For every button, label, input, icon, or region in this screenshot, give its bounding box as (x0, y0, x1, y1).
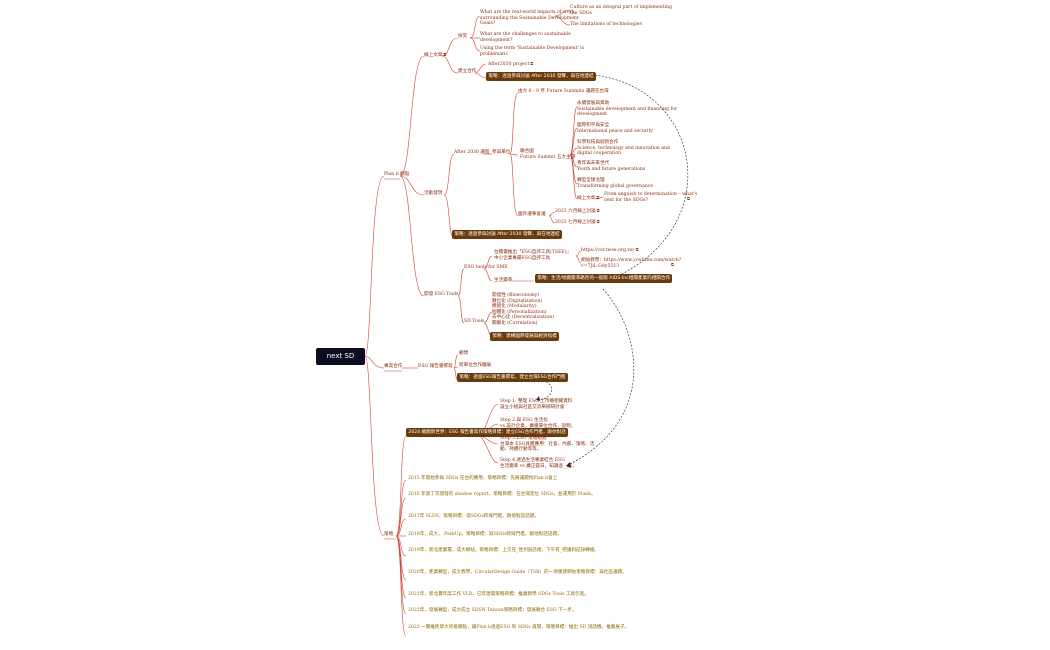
timeline-2016[interactable]: 2016 年第丁次開發的 shadow report，策略目標：在台灣定位 SD… (408, 492, 596, 497)
answer-culture[interactable]: Culture as an integral part of implement… (570, 5, 672, 16)
workshop-july[interactable]: 2023 七月線上討論⧉ (555, 219, 600, 225)
external-link-icon[interactable]: ⧉ (596, 219, 600, 224)
timeline-2021[interactable]: 2021年，新北寶年度工作 VLR，已年建築策略目標：推廣教學 SDGs Too… (408, 592, 589, 597)
branch-strategy[interactable]: 策略 (384, 532, 394, 537)
external-link-icon[interactable]: ⧉ (687, 196, 690, 201)
external-link-icon[interactable]: ⧉ (530, 61, 534, 66)
domestic-node[interactable]: 建立合作 (458, 69, 477, 74)
participation-node[interactable]: 參與單位 (492, 150, 511, 155)
strategy-box-2024[interactable]: 2024 繪圖新世界：ESG 報告書寫作策略目標：建立ESG合作門檻，跟他對話 (406, 428, 569, 437)
strategy-box-esg-sme[interactable]: 策略：生活/地圖變革路徑的一般版 AIDS-Inc相關產業的相關合作 (535, 274, 673, 283)
online-article2-node[interactable]: 線上文章⧉ (577, 195, 600, 201)
timeline-2015[interactable]: 2015 年開始參與 SDGs 在台的應用，策略目標：先將議題找Plan b會上 (408, 476, 558, 481)
strategy-box-sd-tools[interactable]: 策略：建構國際發展與經濟指標 (490, 332, 560, 341)
external-link-icon[interactable]: ⧉ (596, 195, 600, 200)
sme-description[interactable]: 台積電推出「ESG自評工具(TSEE)」中小企業專屬ESG自評工具 (494, 250, 572, 261)
strategy-box-esg-report[interactable]: 策略：透過ESG報告書撰寫，建立台灣ESG合作門檻 (457, 373, 568, 382)
strategy-box-after2030-events[interactable]: 策略：透過參與討論 After 2030 發聲，與在地連結 (452, 230, 562, 239)
sd-tools-node[interactable]: SD Tools (464, 319, 485, 324)
strategy-box-after2030[interactable]: 策略：透過參與討論 After 2030 發聲，與在地連結 (486, 72, 596, 81)
esg-report-node[interactable]: ESG 報告書撰寫 (418, 364, 453, 369)
sd-tools-list[interactable]: 開發性 (Bioeconomy)數位化 (Digitalization)模組化 … (492, 293, 554, 326)
root-node[interactable]: next SD (316, 348, 365, 365)
external-link-icon[interactable]: ⧉ (596, 208, 600, 213)
branch-plan-b[interactable]: Plan b 觀點 (384, 172, 410, 177)
branch-cooperation[interactable]: 專案合作 (384, 364, 403, 369)
timeline-2020[interactable]: 2020年，產業轉型，成大教學，CircularDesign Guide（TSB… (408, 570, 627, 575)
link-video-tutorial[interactable]: 網站教學：https://www.youtube.com/watch?v=7Ji… (581, 258, 682, 269)
sme-tools-node[interactable]: ESG tools for SME (464, 265, 508, 270)
step-3[interactable]: Step 3.ESG 策略規劃台灣本 ESG具體應用：社會、內部、策略、活動、持… (500, 436, 595, 453)
external-link-icon[interactable]: ⧉ (671, 262, 674, 267)
timeline-2019[interactable]: 2019年，新北產業署，成大網站，策略目標：上交在_性別說話裡，下午有_把議到記… (408, 548, 599, 553)
after2030-events-node[interactable]: After 2030 議程 (454, 150, 490, 155)
cross-unit-node[interactable]: 跨單位合作擴展 (459, 363, 492, 368)
link-csr-twse[interactable]: https://csr.twse.org.tw/⧉ (581, 247, 639, 253)
events-node[interactable]: 活動發現 (424, 191, 443, 196)
un-summit-node[interactable]: 由大 6 - 9 月 Future Summits 議題在台灣 (518, 89, 609, 94)
consultant-node[interactable]: 顧問 (459, 351, 469, 356)
question-term-problematic[interactable]: Using the term 'Sustainable Development'… (480, 46, 585, 57)
after2030-project-node[interactable]: After2030 project⧉ (488, 61, 534, 67)
explore-node[interactable]: 探究 (458, 34, 468, 39)
timeline-2018[interactable]: 2018年，成大， ParkUp，策略目標：取SDGs跨域門檻，跟他對話話題。 (408, 532, 562, 537)
workshop-june[interactable]: 2023 六月線上討論⧉ (555, 208, 600, 214)
workshops-node[interactable]: 國外議事會議 (518, 212, 546, 217)
timeline-2023[interactable]: 2023 一關推民眾大的投擲點，讓Plan b透過ESG 和 SDGs 再開，策… (408, 625, 630, 630)
answer-limitations[interactable]: The limitations of technologies (570, 22, 642, 27)
timeline-2017[interactable]: 2017年 SLDS，策略目標：取SDGs跨域門檻，跟他對話話題。 (408, 514, 539, 519)
sme-self-node[interactable]: 生活變革 (494, 278, 513, 283)
external-link-icon[interactable]: ⧉ (443, 52, 447, 57)
esg-tools-node[interactable]: 開發 ESG Tools (424, 292, 459, 297)
online-articles-node[interactable]: 線上文章⧉ (424, 52, 447, 58)
step-1[interactable]: Step 1. 整理 ESG 上市櫃相關資料設立小組與社區交流舉辦研討會 (500, 399, 573, 410)
timeline-2022[interactable]: 2022年，發展轉型，成大成立 SDSN Taiwan策略目標：發展聯合 ESG… (408, 608, 577, 613)
external-link-icon[interactable]: ⧉ (635, 247, 639, 252)
